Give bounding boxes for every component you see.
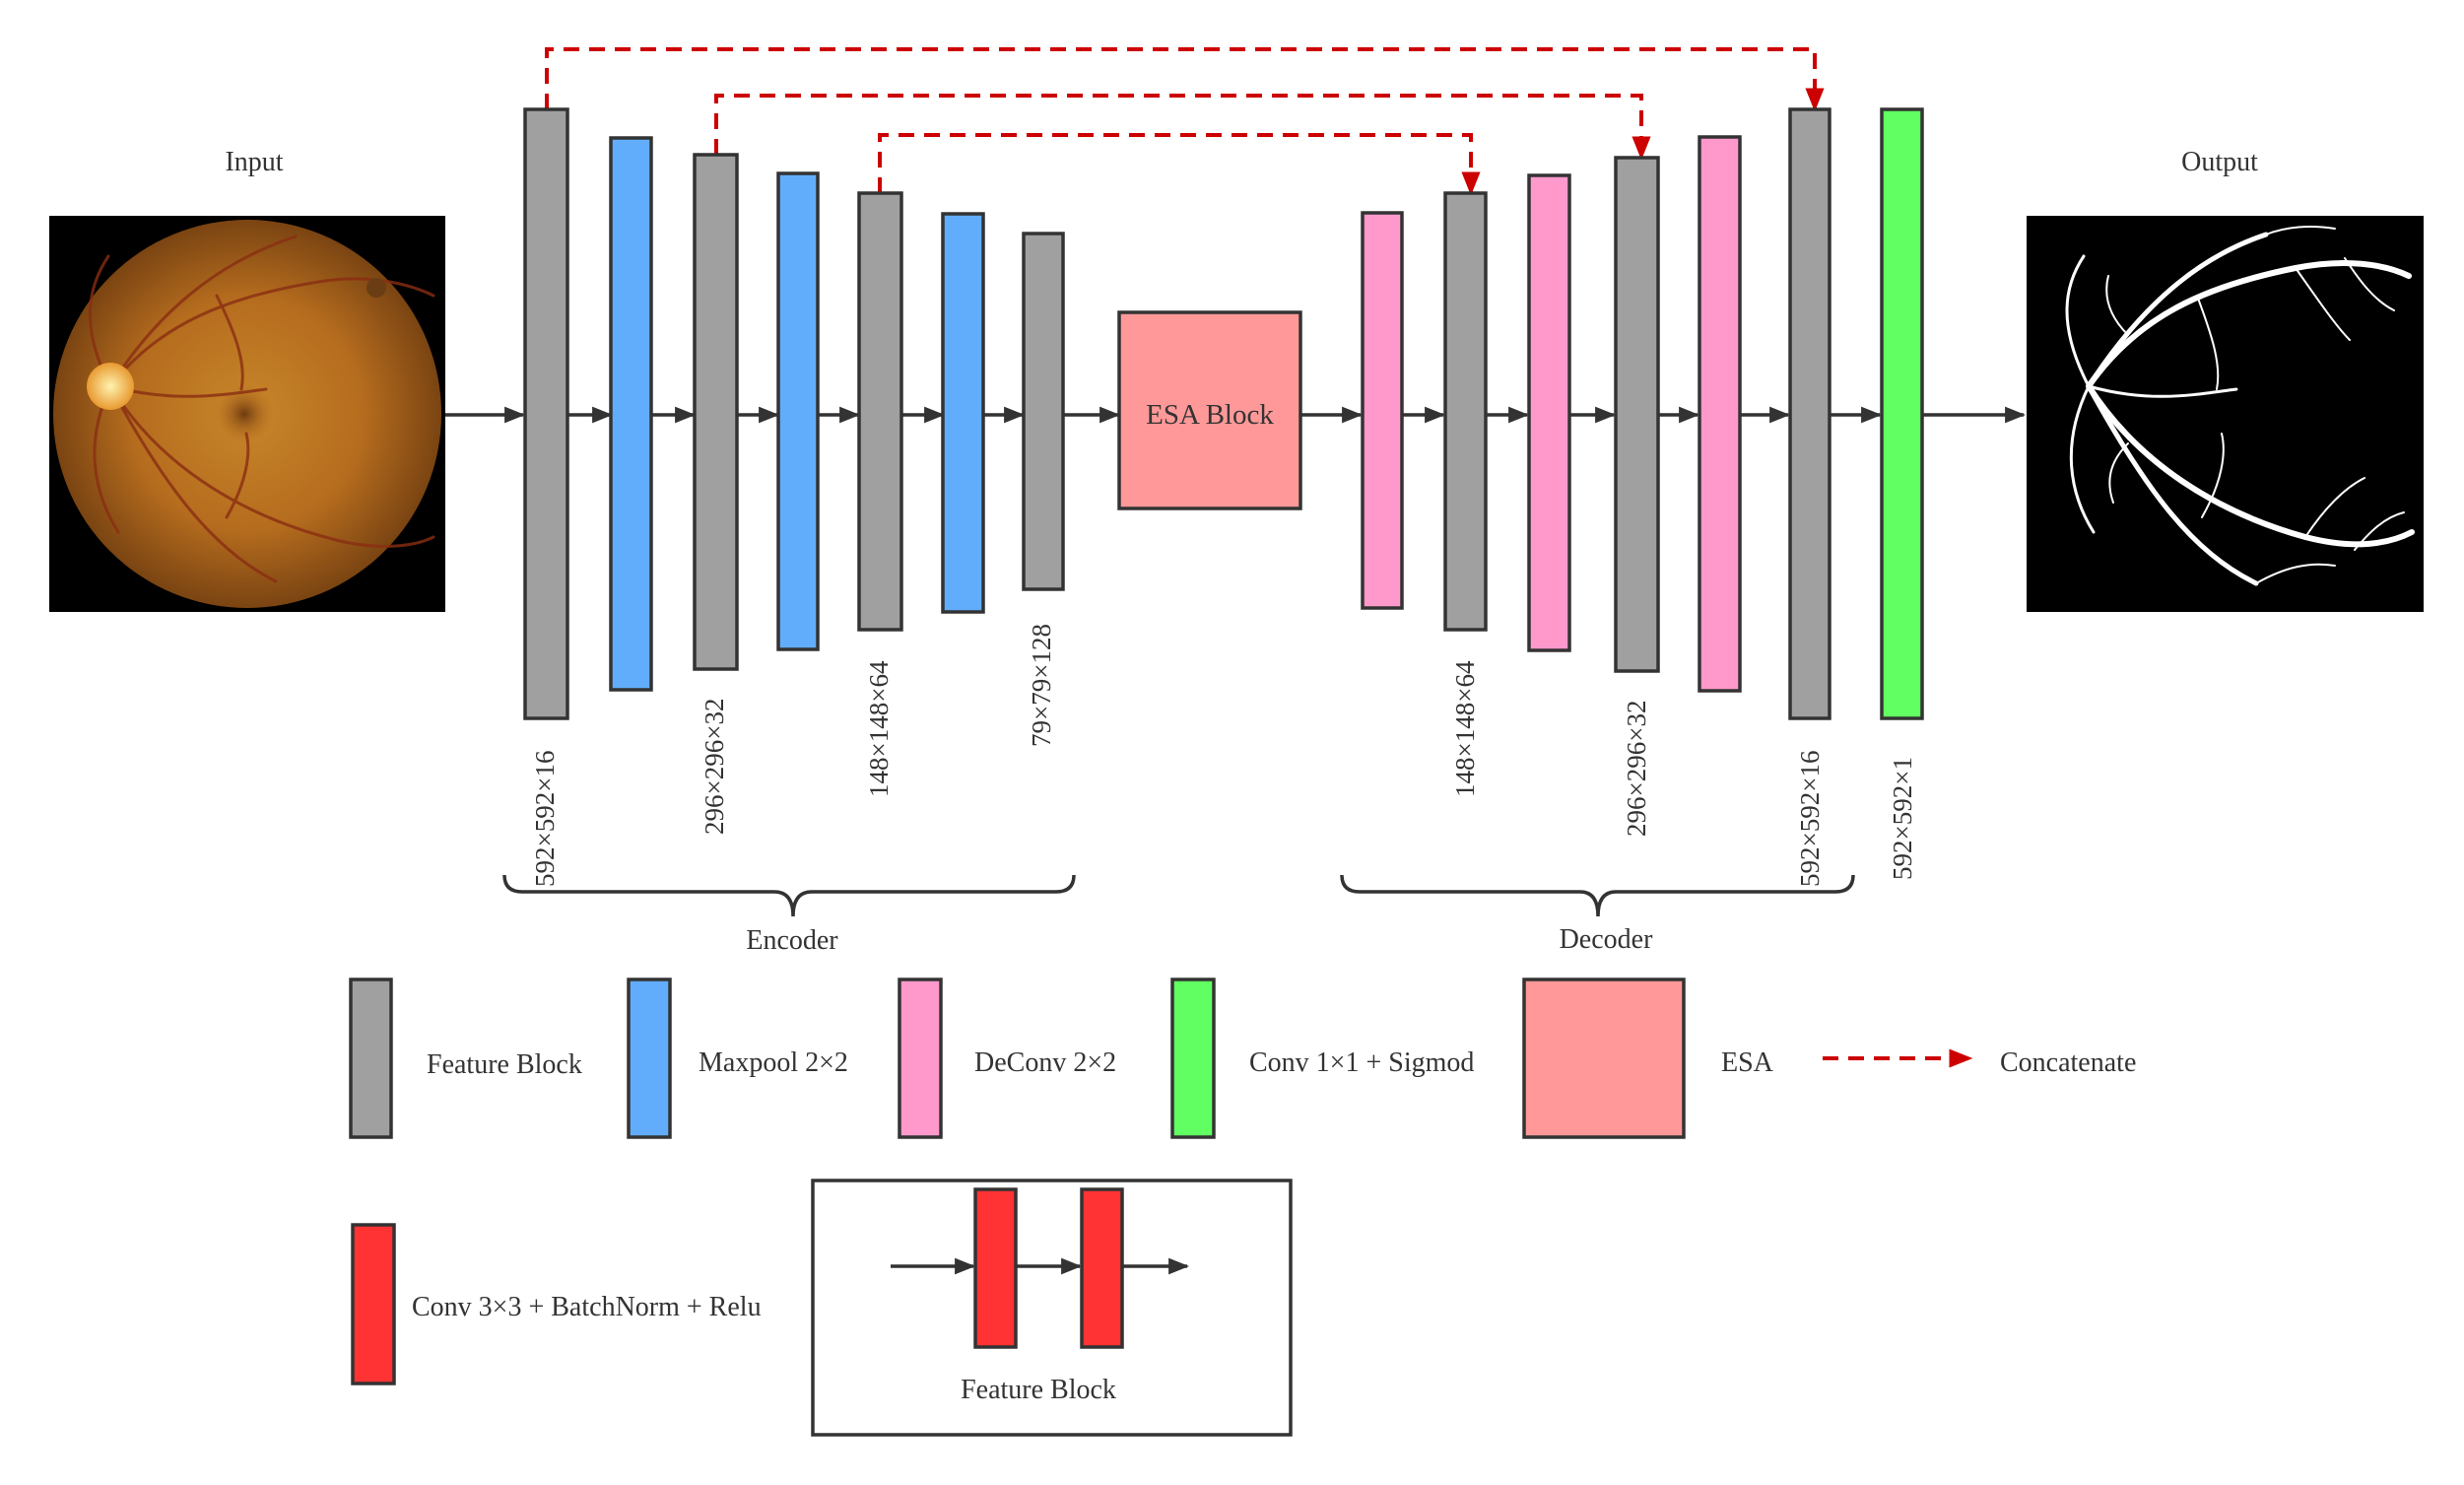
decoder-blocks <box>1361 107 1924 720</box>
decoder-feature-block-1 <box>1443 191 1488 632</box>
encoder-maxpool-2 <box>776 171 820 651</box>
dim-label-dec-3: 592×592×16 <box>1795 751 1825 887</box>
dim-label-dec-2: 296×296×32 <box>1622 701 1651 837</box>
dim-label-enc-2: 296×296×32 <box>699 699 729 835</box>
decoder-deconv-2 <box>1527 173 1571 652</box>
encoder-feature-block-2 <box>693 153 739 671</box>
esa-block <box>1117 310 1302 510</box>
input-fundus-image <box>49 216 445 612</box>
output-conv1x1 <box>1880 107 1924 720</box>
encoder-feature-block-3 <box>857 191 903 632</box>
dimension-labels: 592×592×16 296×296×32 148×148×64 79×79×1… <box>530 624 1917 887</box>
legend-maxpool-label: Maxpool 2×2 <box>699 1047 848 1078</box>
skip-connection-1 <box>545 47 1825 112</box>
legend-esa-label: ESA <box>1721 1047 1774 1078</box>
legend-deconv-label: DeConv 2×2 <box>974 1047 1116 1078</box>
decoder-deconv-1 <box>1361 211 1404 610</box>
dim-label-dec-1: 148×148×64 <box>1450 660 1480 797</box>
detail-conv3x3-block-1 <box>973 1187 1018 1349</box>
feature-block-detail-box <box>811 1179 1293 1437</box>
legend-deconv-swatch <box>898 978 943 1139</box>
legend-conv1x1-label: Conv 1×1 + Sigmod <box>1249 1047 1474 1078</box>
output-vessel-segmentation-image <box>2027 216 2424 612</box>
dim-label-out: 592×592×1 <box>1888 757 1917 880</box>
legend-feature-block-swatch <box>349 978 393 1139</box>
dim-label-enc-3: 148×148×64 <box>864 660 894 797</box>
encoder-feature-block-1 <box>523 107 569 720</box>
input-label: Input <box>225 147 283 177</box>
encoder-brace <box>502 874 1076 917</box>
encoder-blocks <box>523 107 1065 720</box>
legend: Feature Block Maxpool 2×2 DeConv 2×2 Con… <box>349 978 2136 1437</box>
output-label: Output <box>2181 147 2258 177</box>
skip-connections <box>545 47 1825 196</box>
encoder-maxpool-3 <box>941 212 985 614</box>
decoder-label: Decoder <box>1560 924 1654 955</box>
decoder-brace <box>1340 874 1855 917</box>
legend-maxpool-swatch <box>627 978 672 1139</box>
encoder-feature-block-4 <box>1022 232 1065 591</box>
dim-label-enc-4: 79×79×128 <box>1027 624 1056 747</box>
esa-block-label: ESA Block <box>1146 399 1274 431</box>
legend-feature-block-label: Feature Block <box>427 1049 582 1080</box>
skip-connection-3 <box>878 133 1481 196</box>
decoder-feature-block-2 <box>1614 156 1660 673</box>
legend-conv3x3-swatch <box>351 1223 396 1385</box>
encoder-maxpool-1 <box>609 136 653 692</box>
dim-label-enc-1: 592×592×16 <box>530 751 560 887</box>
legend-conv3x3-label: Conv 3×3 + BatchNorm + Relu <box>412 1292 762 1322</box>
decoder-deconv-3 <box>1698 135 1742 693</box>
detail-conv3x3-block-2 <box>1080 1187 1124 1349</box>
legend-esa-swatch <box>1522 978 1686 1139</box>
legend-concatenate-label: Concatenate <box>2000 1047 2136 1078</box>
feature-block-detail-caption: Feature Block <box>961 1375 1116 1405</box>
encoder-label: Encoder <box>746 925 838 956</box>
decoder-feature-block-3 <box>1788 107 1831 720</box>
legend-conv1x1-swatch <box>1170 978 1216 1139</box>
skip-connection-2 <box>714 94 1651 161</box>
